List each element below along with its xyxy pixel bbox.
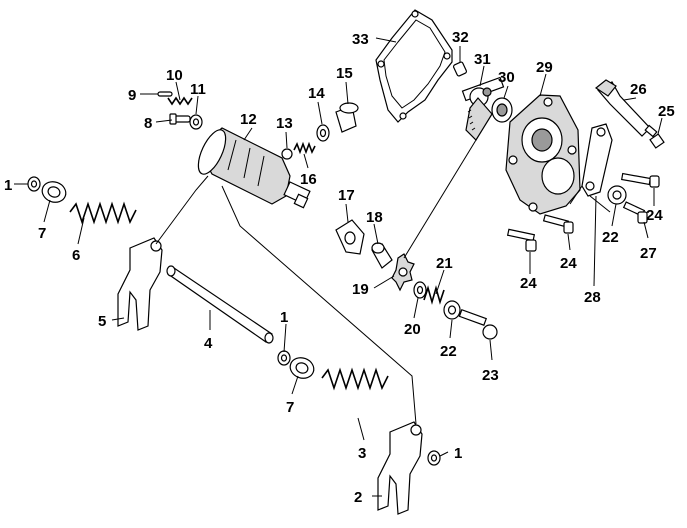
callout-20: 20 (404, 321, 421, 338)
callout-labels: 1 1 1 2 3 4 5 6 7 7 8 9 10 11 12 13 14 1… (4, 29, 675, 506)
callout-19: 19 (352, 281, 369, 298)
callout-15: 15 (336, 65, 353, 82)
part-31-shift-shaft (461, 76, 505, 141)
callout-26: 26 (630, 81, 647, 98)
callout-28: 28 (584, 289, 601, 306)
part-8-screw (169, 113, 191, 125)
part-28-lever (581, 123, 613, 197)
part-25-bolt (644, 124, 665, 149)
part-1-clip-right (427, 450, 441, 466)
callout-11: 11 (190, 81, 206, 98)
callout-1-right: 1 (454, 445, 462, 462)
callout-4: 4 (204, 335, 213, 352)
part-17-cam-plate (335, 219, 365, 255)
callout-21: 21 (436, 255, 453, 272)
part-11-washer (189, 114, 203, 130)
callout-16: 16 (300, 171, 317, 188)
callout-24-left: 24 (520, 275, 537, 292)
callout-3: 3 (358, 445, 366, 462)
callout-24-right: 24 (646, 207, 663, 224)
callout-14: 14 (308, 85, 325, 102)
callout-5: 5 (98, 313, 106, 330)
callout-13: 13 (276, 115, 293, 132)
part-7-ring-left (41, 181, 67, 203)
callout-8: 8 (144, 115, 152, 132)
callout-18: 18 (366, 209, 383, 226)
part-18-collar (371, 242, 393, 269)
callout-22-left: 22 (440, 343, 457, 360)
callout-24-middle: 24 (560, 255, 577, 272)
part-32-pin (452, 61, 468, 77)
part-12-shift-drum (197, 127, 311, 209)
part-24-bolt-left (506, 228, 537, 252)
part-24-bolt-middle (542, 214, 574, 234)
part-7-ring-middle (289, 357, 315, 379)
part-10-spring (167, 96, 193, 106)
part-30-seal (491, 97, 513, 123)
part-16-spring (293, 141, 316, 155)
part-3-spring (321, 367, 389, 391)
part-22-washer-right (607, 185, 627, 205)
part-29-cover (505, 94, 581, 215)
part-23-bolt (458, 308, 498, 340)
part-5-shift-fork (117, 237, 163, 331)
part-9-pin (157, 91, 173, 97)
part-27-bolt (622, 201, 648, 224)
callout-30: 30 (498, 69, 515, 86)
callout-32: 32 (452, 29, 469, 46)
callout-27: 27 (640, 245, 657, 262)
callout-29: 29 (536, 59, 553, 76)
part-21-washer (413, 281, 427, 299)
callout-25: 25 (658, 103, 675, 120)
part-33-gasket (375, 9, 453, 123)
callout-10: 10 (166, 67, 183, 84)
callout-12: 12 (240, 111, 257, 128)
assembly-lines (155, 139, 611, 425)
callout-1-middle: 1 (280, 309, 288, 326)
callout-7-left: 7 (38, 225, 46, 242)
part-6-spring (69, 201, 137, 225)
callout-22-right: 22 (602, 229, 619, 246)
callout-1-left: 1 (4, 177, 12, 194)
part-24-bolt-right (620, 172, 660, 188)
callout-23: 23 (482, 367, 499, 384)
part-2-shift-fork (377, 421, 423, 515)
callout-2: 2 (354, 489, 362, 506)
callout-7-middle: 7 (286, 399, 294, 416)
callout-31: 31 (474, 51, 491, 68)
part-1-clip-middle (277, 350, 291, 366)
part-22-washer-left (443, 300, 461, 320)
part-4-fork-shaft (166, 265, 274, 344)
leader-lines (14, 37, 663, 497)
part-1-clip-left (27, 176, 41, 192)
callout-33: 33 (352, 31, 369, 48)
callout-6: 6 (72, 247, 80, 264)
part-13-ball (281, 148, 293, 160)
part-14-washer (316, 124, 330, 142)
callout-9: 9 (128, 87, 136, 104)
part-15-plug (335, 102, 359, 133)
callout-17: 17 (338, 187, 355, 204)
part-19-star-wheel (391, 253, 415, 292)
part-20-spring (423, 285, 445, 305)
